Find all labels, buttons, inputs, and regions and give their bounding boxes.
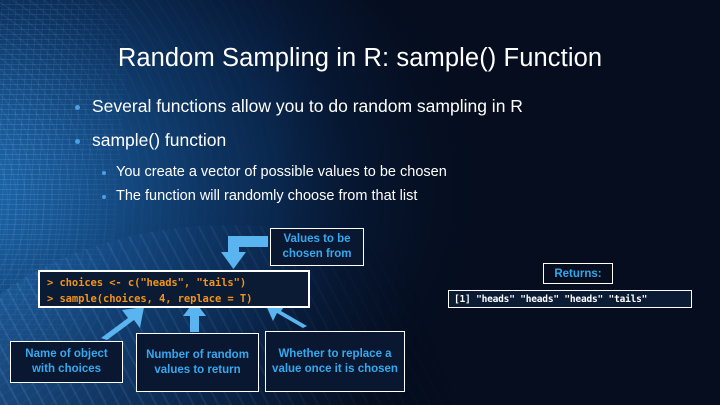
bullet-list: Several functions allow you to do random…: [72, 96, 672, 212]
output-block: [1] "heads" "heads" "heads" "tails": [448, 290, 692, 308]
callout-whether-replace: Whether to replace a value once it is ch…: [265, 331, 405, 392]
bullet-item-4: The function will randomly choose from t…: [72, 188, 672, 204]
bullet-item-3: You create a vector of possible values t…: [72, 164, 672, 180]
returns-label: Returns:: [543, 263, 613, 284]
callout-name-of-object: Name of object with choices: [10, 341, 123, 383]
bullet-item-2: sample() function: [72, 130, 672, 151]
bullet-item-1: Several functions allow you to do random…: [72, 96, 672, 117]
code-line-2: > sample(choices, 4, replace = T): [47, 293, 253, 305]
code-block: > choices <- c("heads", "tails") > sampl…: [38, 270, 310, 308]
page-title: Random Sampling in R: sample() Function: [117, 44, 603, 72]
callout-values-to-be-chosen: Values to be chosen from: [270, 228, 364, 266]
callout-number-of-values: Number of random values to return: [136, 333, 259, 392]
code-line-1: > choices <- c("heads", "tails"): [47, 277, 247, 289]
